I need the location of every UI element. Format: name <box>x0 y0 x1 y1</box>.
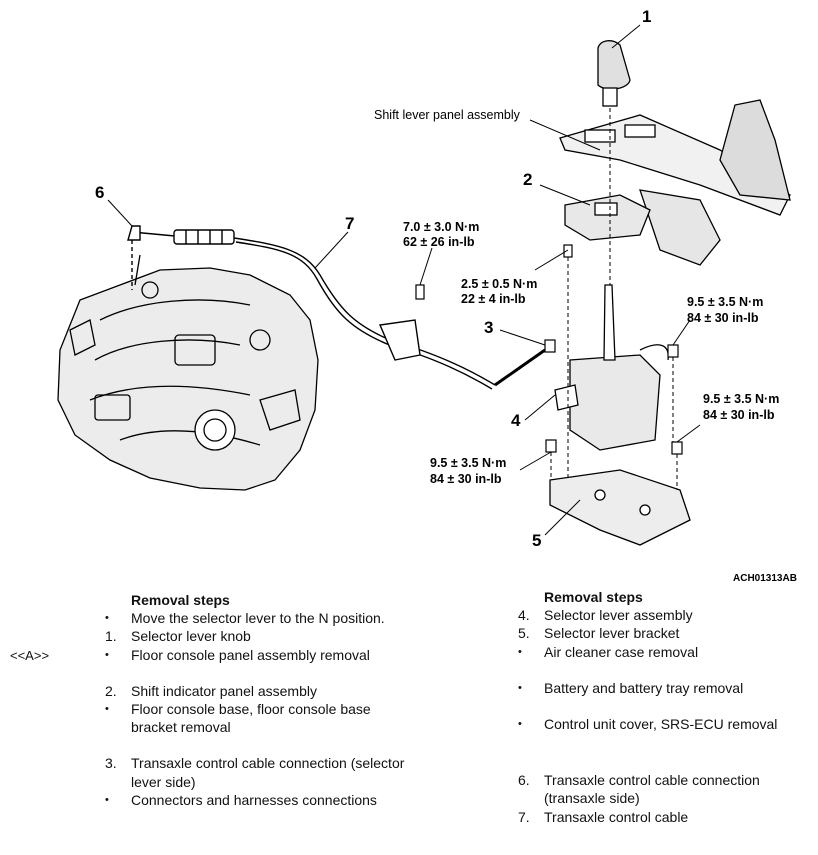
right-removal-steps: Removal steps 4.Selector lever assembly … <box>518 588 808 826</box>
step-item: 4.Selector lever assembly <box>518 607 693 624</box>
step-item: •Connectors and harnesses connections <box>105 791 377 808</box>
callout-1: 1 <box>642 7 651 26</box>
step-item: •Floor console base, floor console base … <box>105 701 371 736</box>
steps-heading: Removal steps <box>544 589 643 605</box>
transaxle-illustration <box>57 254 319 491</box>
torque-inlb: 84 ± 30 in-lb <box>703 408 775 422</box>
callout-3: 3 <box>484 318 493 337</box>
left-removal-steps: Removal steps •Move the selector lever t… <box>105 591 405 809</box>
callout-4: 4 <box>511 411 521 430</box>
callout-6: 6 <box>95 183 104 202</box>
selector-lever-knob <box>597 40 631 107</box>
callout-5: 5 <box>532 531 541 550</box>
shift-lever-panel-assembly <box>559 99 791 266</box>
step-item: •Move the selector lever to the N positi… <box>105 610 385 627</box>
selector-lever-bracket <box>549 469 691 546</box>
step-item: •Floor console panel assembly removal <box>105 646 370 663</box>
torque-inlb: 22 ± 4 in-lb <box>461 292 526 306</box>
service-point-ref: <<A>> <box>10 648 50 663</box>
steps-heading: Removal steps <box>131 592 230 608</box>
callout-2: 2 <box>523 170 532 189</box>
torque-inlb: 62 ± 26 in-lb <box>403 235 475 249</box>
torque-nm: 9.5 ± 3.5 N·m <box>430 456 506 470</box>
step-item: •Control unit cover, SRS-ECU removal <box>518 716 778 733</box>
torque-inlb: 84 ± 30 in-lb <box>687 311 759 325</box>
step-item: 5.Selector lever bracket <box>518 625 680 642</box>
step-item: •Air cleaner case removal <box>518 643 699 660</box>
step-item: 7.Transaxle control cable <box>518 808 689 825</box>
torque-nm: 9.5 ± 3.5 N·m <box>703 392 779 406</box>
torque-nm: 9.5 ± 3.5 N·m <box>687 295 763 309</box>
step-item: •Battery and battery tray removal <box>518 679 744 696</box>
step-item: 1.Selector lever knob <box>105 628 251 645</box>
step-item: 6.Transaxle control cable connection (tr… <box>518 772 760 807</box>
leader-lines <box>107 24 701 536</box>
step-item: 2.Shift indicator panel assembly <box>105 682 317 699</box>
alignment-lines <box>550 108 678 490</box>
shift-indicator-panel <box>564 194 651 241</box>
selector-lever-assembly <box>554 284 669 451</box>
callout-7: 7 <box>345 214 354 233</box>
torque-nm: 2.5 ± 0.5 N·m <box>461 277 537 291</box>
shift-lever-panel-label: Shift lever panel assembly <box>374 108 521 122</box>
exploded-diagram: 1 2 3 4 5 6 7 Shift lever panel assembly… <box>57 7 797 584</box>
transaxle-control-cable <box>127 225 546 390</box>
torque-nm: 7.0 ± 3.0 N·m <box>403 220 479 234</box>
figure-code: ACH01313AB <box>733 573 797 584</box>
step-item: 3.Transaxle control cable connection (se… <box>105 755 405 790</box>
torque-inlb: 84 ± 30 in-lb <box>430 472 502 486</box>
